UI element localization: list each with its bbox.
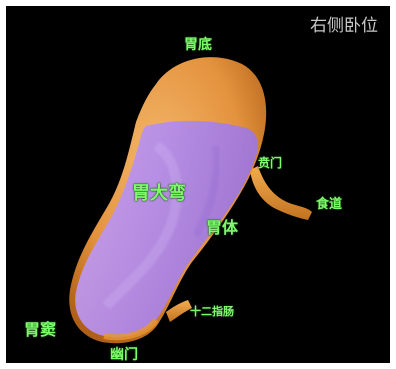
duodenum-shape bbox=[166, 300, 192, 322]
label-antrum: 胃窦 bbox=[24, 322, 56, 338]
view-mode-title: 右侧卧位 bbox=[310, 18, 378, 35]
esophagus-shape bbox=[250, 166, 312, 220]
label-body: 胃体 bbox=[206, 220, 238, 236]
label-greater-curvature: 胃大弯 bbox=[132, 185, 186, 203]
label-fundus: 胃底 bbox=[184, 38, 212, 52]
3d-viewport[interactable]: 右侧卧位 胃底 贲门 胃大弯 食道 胃体 十二指肠 胃窦 幽门 bbox=[6, 6, 390, 363]
label-cardia: 贲门 bbox=[258, 157, 282, 169]
label-esophagus: 食道 bbox=[316, 198, 342, 211]
label-pylorus: 幽门 bbox=[110, 348, 138, 362]
label-duodenum: 十二指肠 bbox=[190, 306, 234, 317]
